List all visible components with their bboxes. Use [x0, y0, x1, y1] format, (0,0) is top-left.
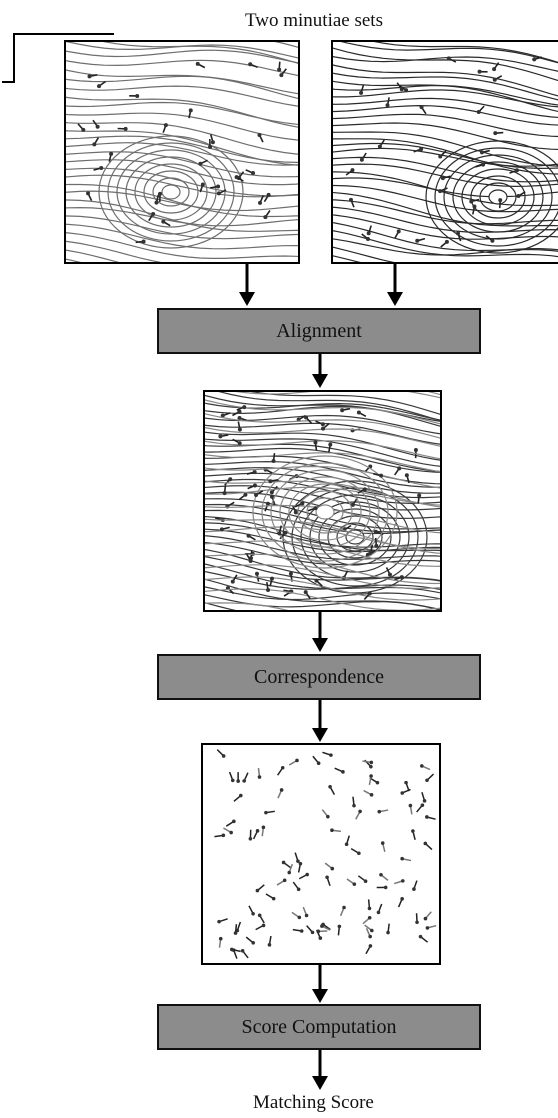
fingerprint-right-image — [331, 40, 558, 264]
aligned-fingerprint-image — [203, 390, 442, 612]
score-computation-stage: Score Computation — [157, 1004, 481, 1050]
correspondence-stage: Correspondence — [157, 654, 481, 700]
fingerprint-left-image — [64, 40, 300, 264]
arrow-aligned-to-correspondence — [312, 612, 328, 652]
alignment-stage: Alignment — [157, 308, 481, 354]
arrow-left-to-alignment — [239, 264, 255, 306]
arrow-score-to-output — [312, 1050, 328, 1090]
bracket-line — [2, 33, 114, 83]
minutiae-points-image — [201, 743, 441, 965]
arrow-minutiae-to-score — [312, 965, 328, 1003]
matching-score-label: Matching Score — [253, 1092, 374, 1113]
diagram-title: Two minutiae sets — [245, 10, 383, 31]
arrow-right-to-alignment — [387, 264, 403, 306]
arrow-alignment-to-aligned — [312, 354, 328, 388]
arrow-correspondence-to-minutiae — [312, 700, 328, 742]
